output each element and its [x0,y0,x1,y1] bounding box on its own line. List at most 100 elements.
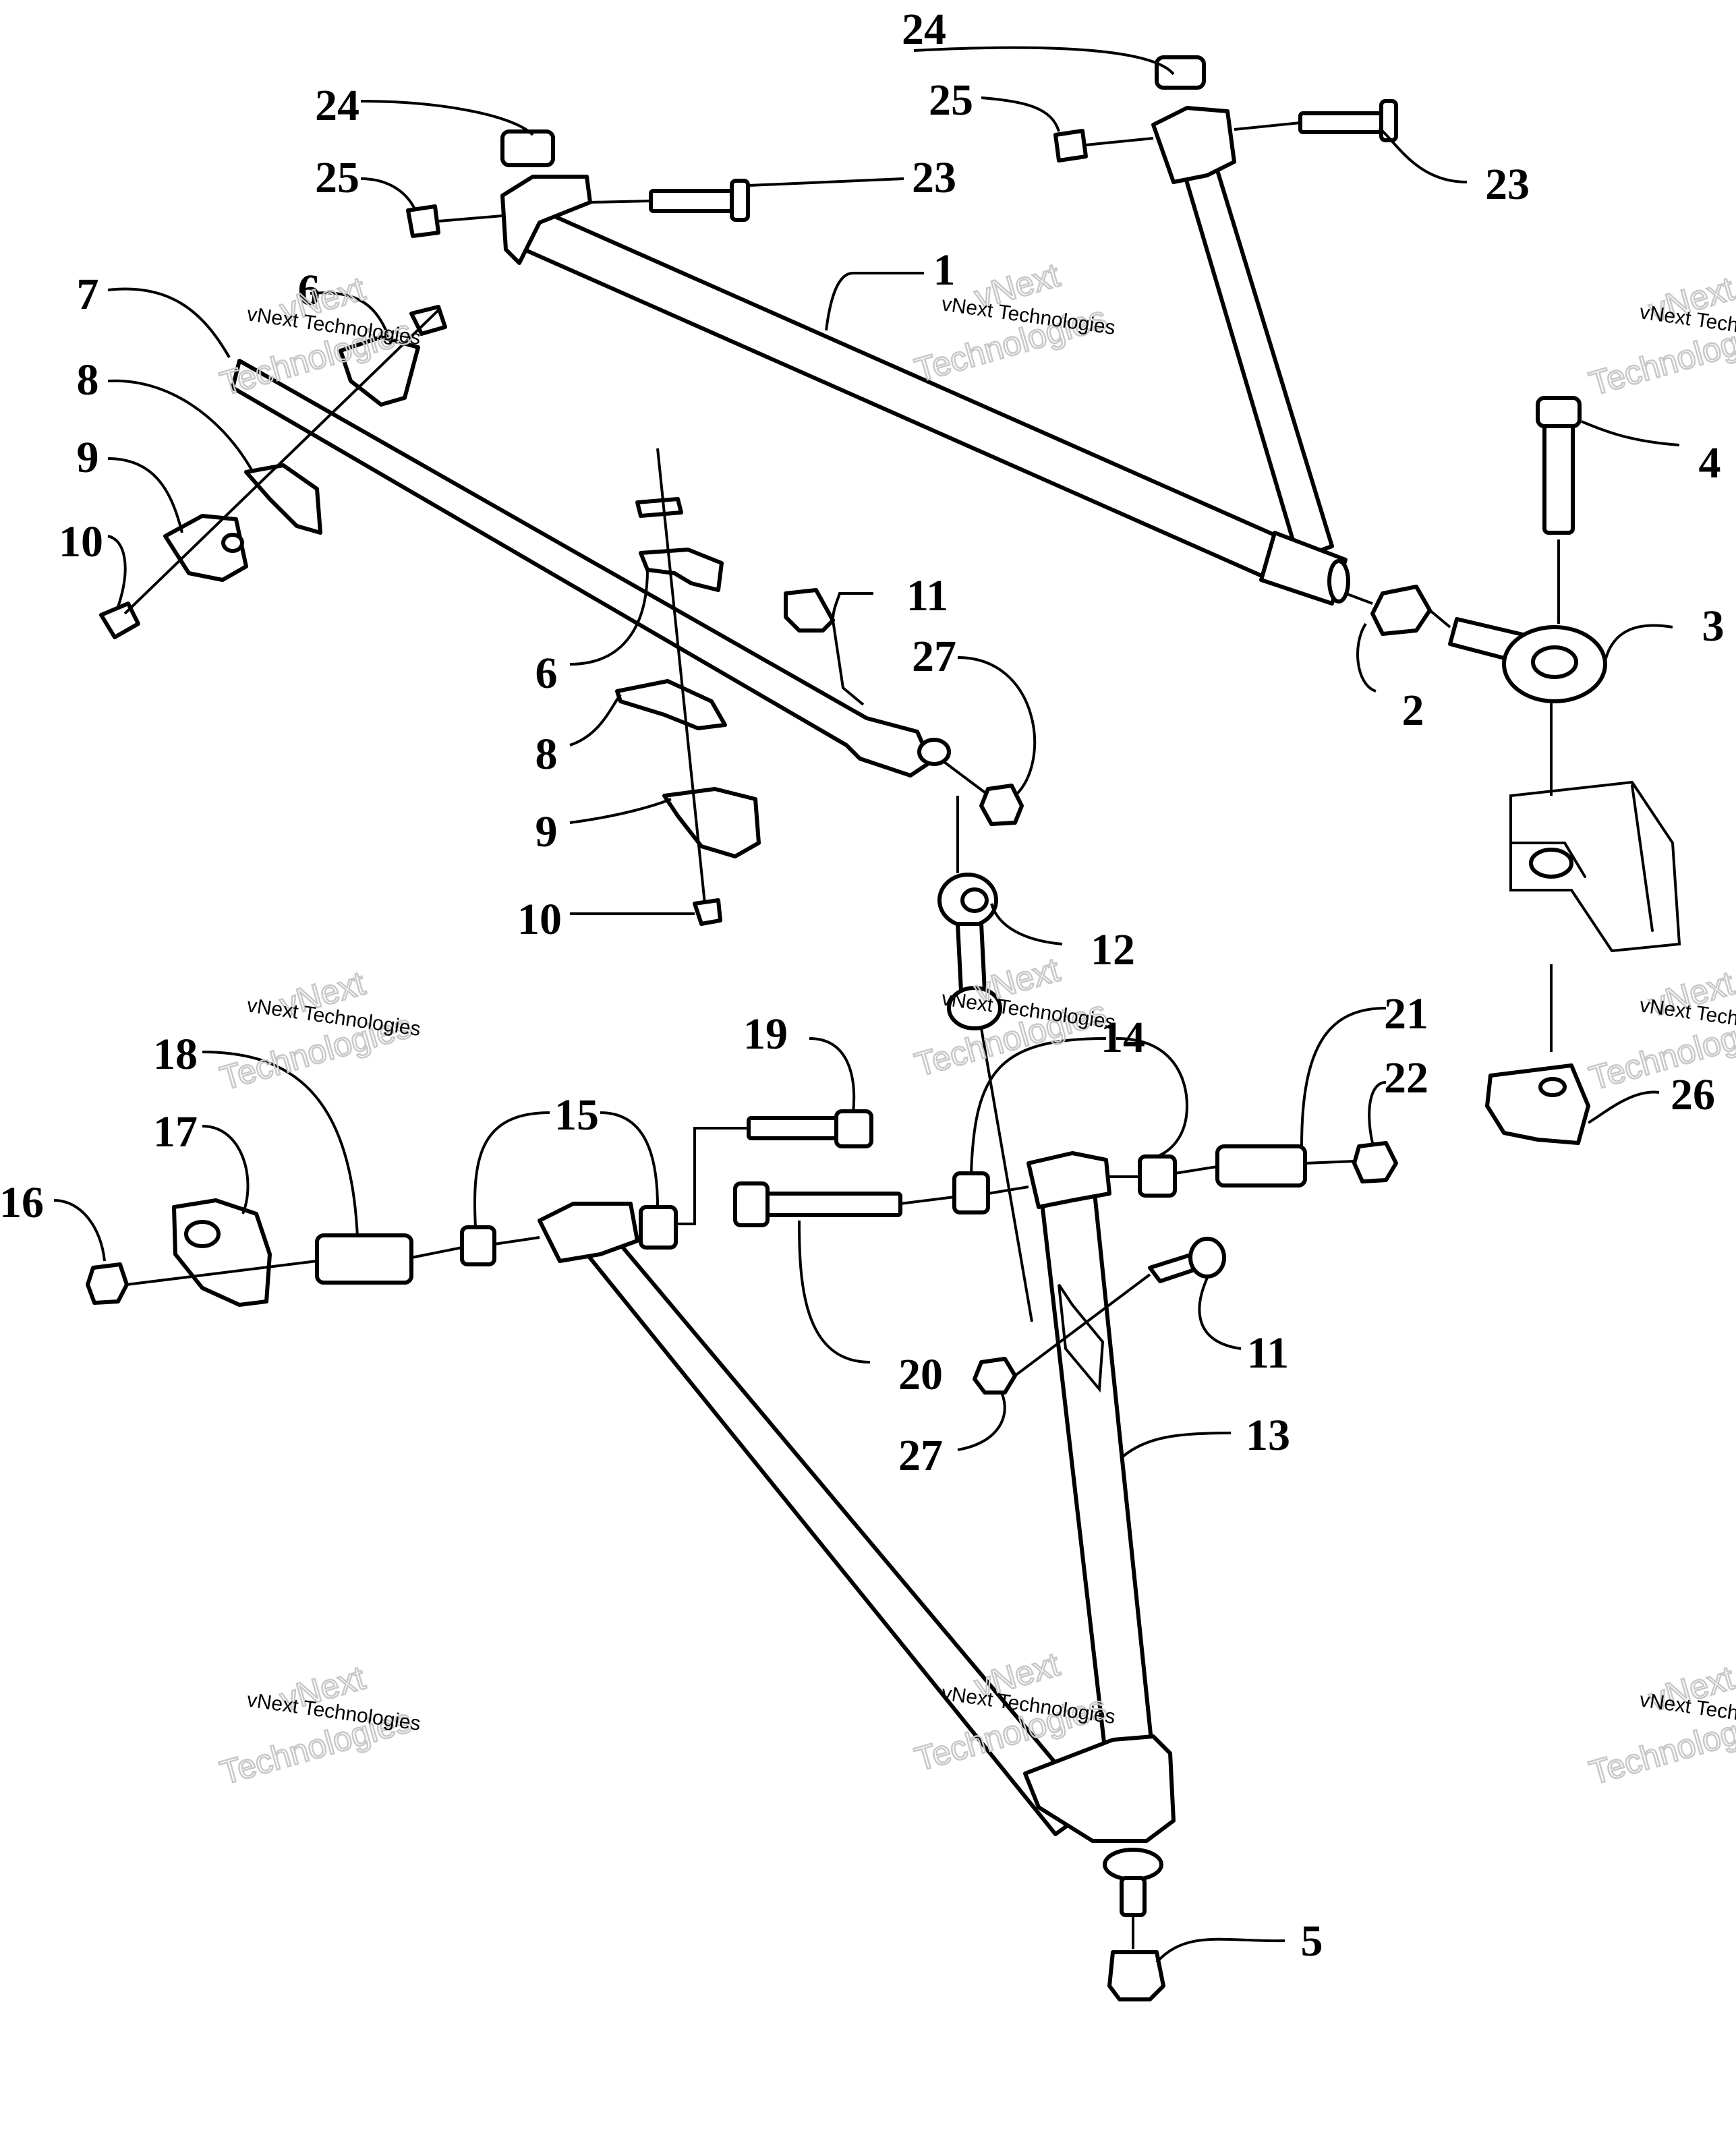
bushing-8-center [615,679,727,730]
clamp-6-center [639,548,724,592]
callout-6-top: 6 [298,266,320,315]
bolt-23-rear-shank [1298,111,1383,134]
upper-arm-front-bracket [500,175,592,265]
clamp-9-left [163,514,248,582]
bolt-19-shank [747,1116,838,1140]
sleeve-18 [315,1233,413,1285]
nut-16 [86,1262,129,1305]
callout-20: 20 [898,1350,943,1399]
bushing-15-front-outer [460,1225,496,1266]
bolt-10-left [99,602,140,639]
axis-center-clamp [656,448,706,904]
clip-center-top [635,497,683,518]
left-clamp-assembly [99,305,447,639]
callout-27-top: 27 [912,632,956,681]
axis-12 [956,796,1033,1322]
stabilizer-bar [231,359,951,778]
callout-17: 17 [153,1107,198,1156]
axis-23-front [438,200,652,223]
bushing-15-front-inner [639,1205,678,1250]
nut-27-top [979,784,1024,826]
stabilizer-link [937,796,1033,1322]
bracket-17 [172,1198,272,1307]
upper-arm-hardware [406,55,1398,238]
bushing-14-left [952,1171,990,1214]
callout-26: 26 [1671,1070,1715,1119]
bolt-23-front-head [730,179,750,222]
callout-8-center: 8 [536,730,558,779]
bolt-23-front-shank [649,189,734,213]
callout-10-left: 10 [59,517,103,566]
axis-11-27-bottom [1014,1273,1151,1377]
center-clamp-assembly [615,448,761,926]
callout-8-left: 8 [77,355,99,405]
callout-5: 5 [1301,1916,1323,1966]
axis-left-clamp [123,309,440,615]
callout-3: 3 [1702,602,1725,651]
callout-numbers: 24 25 23 24 25 23 1 6 7 8 9 10 4 3 2 11 … [0,5,1725,1966]
callout-7: 7 [77,270,99,319]
callout-13: 13 [1246,1411,1290,1460]
stabilizer-link-top-hardware [784,588,1024,826]
callout-9-center: 9 [536,807,558,856]
callout-14: 14 [1101,1013,1145,1062]
callout-24-top: 24 [902,5,946,54]
bolt-23-rear-head [1379,99,1398,142]
callout-24-left: 24 [315,81,359,130]
axis-16-18 [126,1260,318,1286]
callout-19: 19 [743,1009,788,1059]
spindle-knuckle [1509,780,1681,1052]
bolt-4-shank [1542,416,1575,535]
bolt-20-shank [763,1192,902,1217]
bushing-24-front [500,129,555,167]
callout-1: 1 [933,245,956,295]
callout-10-center: 10 [517,895,562,944]
callout-25-left: 25 [315,153,359,202]
callout-2: 2 [1402,686,1424,735]
bolt-20-head [733,1181,770,1227]
link-12-bottom-eye [947,986,1002,1030]
axis-15-19 [676,1127,749,1225]
nut-25-front [406,204,440,238]
nut-25-rear [1053,129,1088,163]
upper-arm-rear-tube [1175,146,1334,560]
callout-23-left: 23 [912,153,956,202]
axis-20 [900,1185,1029,1205]
knuckle-outline [1509,780,1681,953]
ball-joint-5-stud-top [1103,1848,1163,1881]
callout-25-top: 25 [929,76,973,125]
upper-arm-end-hole [1327,559,1350,604]
lower-arm-front-pivot [538,1202,639,1263]
axis-14-22 [1109,1160,1355,1178]
bolt-4-head [1536,396,1582,428]
axis-11-top [832,620,986,794]
bushing-24-rear [1155,55,1206,90]
callout-4: 4 [1699,438,1721,488]
callout-11-top: 11 [906,571,948,620]
bushing-8-left [244,463,322,535]
callout-23-right: 23 [1485,160,1530,209]
bracket-17-hole [184,1220,221,1248]
bolt-19-head [834,1109,873,1148]
axis-4 [1550,539,1560,796]
lower-a-arm [538,1151,1176,1917]
bolt-11-top [784,588,835,633]
lower-arm-rear-pivot [1026,1151,1111,1209]
callout-21: 21 [1384,989,1428,1038]
lower-arm-ball-joint-housing [1023,1734,1176,1843]
callout-22: 22 [1384,1053,1428,1103]
link-12-top-hole [960,887,989,913]
callout-16: 16 [0,1178,44,1227]
jam-nut-2 [1370,585,1432,636]
callout-12: 12 [1091,925,1135,974]
upper-arm-end-sleeve [1259,531,1348,606]
upper-a-arm [500,106,1350,606]
callout-27-bottom: 27 [898,1431,943,1480]
sleeve-21 [1215,1144,1307,1188]
knuckle-bore [1529,848,1573,879]
bushing-14-right [1138,1154,1177,1198]
stabilizer-bar-body [231,359,933,778]
ball-joint-5-stud [1120,1876,1147,1917]
callout-6-center: 6 [536,649,558,698]
